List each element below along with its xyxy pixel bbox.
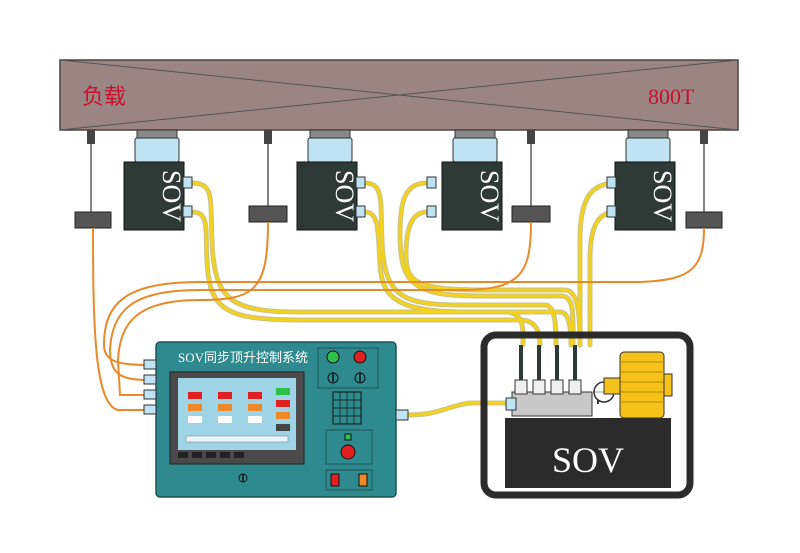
displacement-sensor-3: [511, 130, 551, 223]
jack-1: SOV: [123, 129, 193, 231]
displacement-sensors: [74, 130, 723, 229]
red-indicator: [330, 473, 340, 487]
jack-3-label: SOV: [475, 170, 504, 222]
pump-station-label: SOV: [552, 440, 624, 480]
stop-button[interactable]: [353, 350, 367, 364]
valve-manifold: [505, 345, 593, 417]
status-indicator: [344, 433, 352, 441]
jack-2-label: SOV: [330, 170, 359, 222]
jack-3: SOV: [426, 129, 504, 231]
control-screen: [169, 371, 305, 465]
jack-1-label: SOV: [157, 170, 186, 222]
load-beam: 负载 800T: [59, 59, 739, 131]
displacement-sensor-2: [248, 130, 288, 223]
start-button[interactable]: [326, 350, 340, 364]
jack-2: SOV: [296, 129, 366, 231]
control-panel-title: SOV同步顶升控制系统: [178, 350, 308, 365]
signal-lines: [92, 221, 705, 411]
displacement-sensor-1: [74, 130, 112, 229]
control-panel: SOV同步顶升控制系统: [143, 341, 409, 498]
load-capacity: 800T: [648, 84, 695, 109]
keypad[interactable]: [332, 391, 362, 425]
emergency-stop-button[interactable]: [340, 444, 356, 460]
jack-4-label: SOV: [648, 170, 677, 222]
electric-motor: [603, 351, 673, 419]
displacement-sensor-4: [685, 130, 723, 229]
control-buttons: [317, 347, 379, 491]
jacks: SOV SOV SOV SOV: [123, 129, 677, 231]
jack-4: SOV: [606, 129, 677, 231]
pump-station: SOV: [480, 331, 694, 499]
load-label: 负载: [82, 84, 126, 109]
orange-indicator: [358, 473, 368, 487]
